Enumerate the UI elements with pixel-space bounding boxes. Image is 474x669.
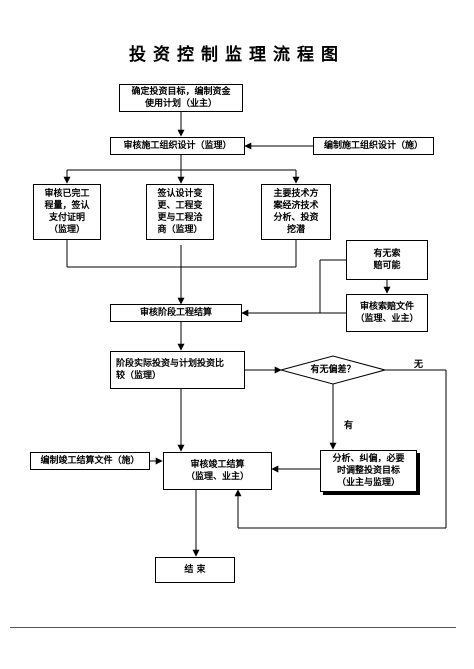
end-node: 结 束 [155, 557, 235, 583]
review-claim-docs-node: 审核索赔文件 （监理、业主） [346, 294, 428, 332]
review-stage-settlement-node: 审核阶段工程结算 [110, 304, 242, 322]
sign-design-change-node: 签认设计变 更、工程变 更与工程洽 商（监理） [146, 184, 214, 240]
determine-target-node: 确定投资目标，编制资金 使用计划（业主） [119, 84, 243, 112]
page-title: 投资控制监理流程图 [129, 45, 345, 65]
review-completed-work-node: 审核已完工 程量，签认 支付证明 （监理） [33, 184, 101, 240]
claim-possible-node: 有无索 赔可能 [346, 240, 428, 280]
deviation-check-label: 有无偏差？ [310, 365, 356, 375]
technical-economic-node: 主要技术方 案经济技术 分析、投资 挖潜 [261, 184, 331, 240]
prepare-final-settlement-node: 编制竣工结算文件（施） [30, 452, 150, 470]
analyze-correct-node: 分析、纠偏，必要 时调整投资目标 （业主与监理） [320, 450, 417, 492]
footer-divider [10, 627, 456, 628]
review-final-settlement-node: 审核竣工结算 （监理、业主） [163, 452, 272, 490]
yes-label: 有 [344, 421, 354, 431]
prepare-construction-design-node: 编制施工组织设计（施） [313, 137, 434, 155]
review-construction-design-node: 审核施工组织设计（监理） [110, 137, 245, 155]
compare-investment-node: 阶段实际投资与计划投资比 较（监理） [110, 351, 245, 389]
no-label: 无 [414, 360, 424, 370]
